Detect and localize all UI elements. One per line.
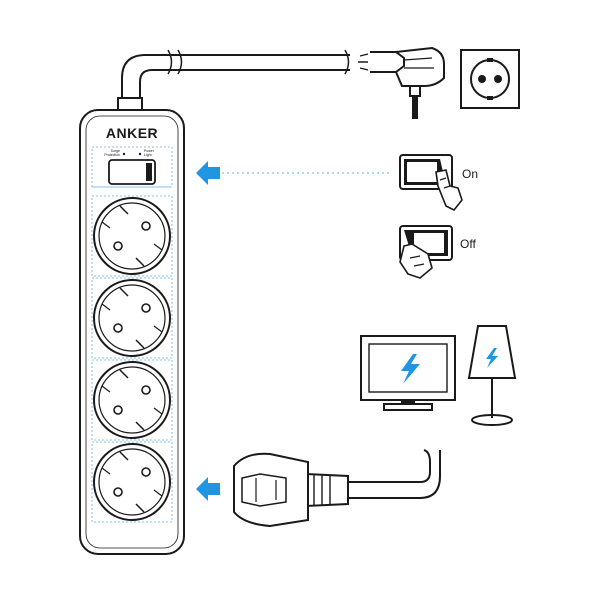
- switch-off-label: Off: [460, 237, 476, 251]
- socket-guide: [91, 195, 173, 277]
- surge-indicator-light: [122, 152, 126, 156]
- indicator-left-label-2: Protection: [104, 153, 120, 157]
- monitor-icon: [360, 335, 456, 411]
- socket-pin-hole: [141, 385, 151, 395]
- socket-earth-clip: [101, 385, 111, 393]
- socket-rim: [93, 279, 171, 357]
- socket-earth-clip: [153, 489, 163, 497]
- indicator-left-label: Surge: [111, 149, 120, 153]
- switch-off-illustration: Off: [399, 225, 476, 279]
- socket-pin-hole: [141, 221, 151, 231]
- socket-rim: [93, 197, 171, 275]
- socket-notch: [119, 205, 129, 215]
- socket-pin-hole: [141, 303, 151, 313]
- wall-outlet-icon: [460, 49, 520, 109]
- lightning-icon: [486, 348, 498, 368]
- socket-pin-hole: [113, 405, 123, 415]
- socket-earth-clip: [101, 303, 111, 311]
- socket-earth-clip: [153, 407, 163, 415]
- lightning-icon: [401, 354, 420, 384]
- socket-earth-clip: [101, 221, 111, 229]
- socket-pin-hole: [113, 323, 123, 333]
- brand-logo: ANKER: [106, 125, 158, 141]
- socket-notch: [135, 257, 145, 267]
- main-cord: [121, 49, 350, 102]
- socket-notch: [135, 339, 145, 349]
- switch-guide: [196, 161, 392, 185]
- socket-notch: [135, 503, 145, 513]
- socket-rim: [93, 361, 171, 439]
- strip-inner-edge: [85, 115, 179, 549]
- indicator-right-label: Power: [144, 149, 155, 153]
- arrow-left-icon: [196, 161, 220, 185]
- socket-well: [98, 366, 166, 434]
- socket-earth-clip: [153, 325, 163, 333]
- lamp-icon: [467, 325, 517, 426]
- socket-group: [91, 195, 173, 523]
- socket-notch: [135, 421, 145, 431]
- socket-earth-clip: [153, 243, 163, 251]
- plug-icon: [358, 46, 445, 119]
- socket-notch: [119, 369, 129, 379]
- socket-2[interactable]: [91, 277, 173, 359]
- socket-notch: [119, 451, 129, 461]
- switch-on-label: On: [462, 167, 478, 181]
- switch-rocker: [146, 163, 152, 181]
- socket-well: [98, 284, 166, 352]
- hand-pointer-icon: [399, 243, 433, 279]
- socket-pin-hole: [141, 467, 151, 477]
- power-indicator-light: [138, 152, 142, 156]
- socket-guide: [91, 441, 173, 523]
- socket-pin-hole: [113, 241, 123, 251]
- plug-icon: [233, 452, 349, 528]
- hand-pointer-icon: [435, 169, 463, 212]
- arrow-left-icon: [196, 477, 220, 501]
- socket-rim: [93, 443, 171, 521]
- socket-well: [98, 448, 166, 516]
- socket-pin-hole: [113, 487, 123, 497]
- indicator-right-label-2: Light: [144, 153, 152, 157]
- device-cord: [348, 449, 441, 499]
- socket-3[interactable]: [91, 359, 173, 441]
- power-strip: ANKER Surge Protection Power Light: [79, 97, 185, 555]
- socket-earth-clip: [101, 467, 111, 475]
- socket-guide: [91, 359, 173, 441]
- socket-4[interactable]: [91, 441, 173, 523]
- switch-on-illustration: On: [399, 154, 478, 212]
- strip-power-switch[interactable]: [108, 159, 156, 185]
- socket-1[interactable]: [91, 195, 173, 277]
- socket-notch: [119, 287, 129, 297]
- socket-guide: [91, 277, 173, 359]
- socket-well: [98, 202, 166, 270]
